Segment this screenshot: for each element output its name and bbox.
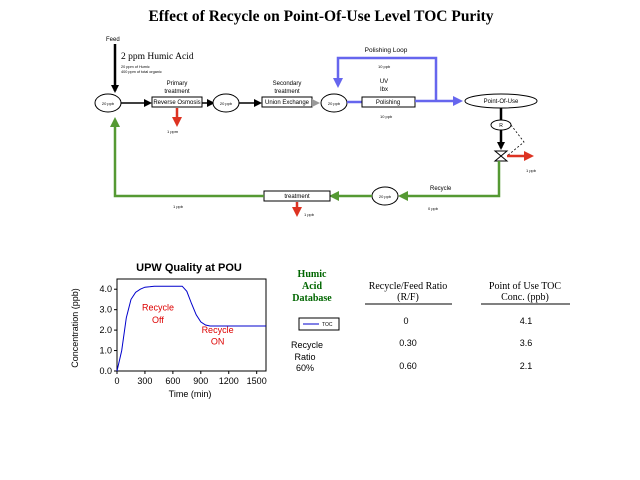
treatment-reject-value: 1 ppb <box>304 212 315 217</box>
node3-concentration: 20 ppb <box>328 101 341 106</box>
recycle-ratio-line-3: 60% <box>296 363 314 373</box>
valve-label: R <box>499 123 503 129</box>
legend-label: TOC <box>322 322 333 328</box>
node2-concentration: 20 ppb <box>220 101 233 106</box>
table-cell-ratio-2: 0.60 <box>399 361 417 371</box>
table-cell-toc-2: 2.1 <box>520 361 533 371</box>
table-header-toc-1: Point of Use TOC <box>489 281 561 292</box>
chart-axes: 0 300 600 900 1200 1500 0.0 1.0 2.0 3.0 4.0 <box>99 284 266 386</box>
table-header-ratio-1: Recycle/Feed Ratio <box>369 281 448 292</box>
reverse-osmosis-label: Reverse Osmosis <box>153 100 200 106</box>
table-header-ratio-2: (R/F) <box>397 292 419 303</box>
recycle-return-pipe <box>110 117 264 198</box>
chart-title: UPW Quality at POU <box>136 262 242 274</box>
valve-control-line <box>506 124 525 157</box>
x-tick-label: 600 <box>165 376 180 386</box>
recycle-treatment-label: treatment <box>284 194 310 200</box>
union-exchange-label: Union Exchange <box>265 100 310 106</box>
chart-y-label: Concentration (ppb) <box>70 288 80 368</box>
y-tick-label: 4.0 <box>99 284 112 294</box>
humic-label: 2 ppm Humic Acid <box>121 52 194 62</box>
secondary-label-1: Secondary <box>273 81 302 87</box>
chart-annotation: Recycle <box>142 303 174 313</box>
database-line-3: Database <box>292 293 332 304</box>
recycle-ratio-line-1: Recycle <box>291 340 323 350</box>
flow-diagram: Feed 2 ppm Humic Acid 20 ppm of Humic 40… <box>94 37 538 217</box>
polish-bottom-value: 10 ppb <box>380 114 393 119</box>
primary-reject-value: 1 ppm <box>167 129 179 134</box>
valve-icon <box>493 150 509 162</box>
chart-x-label: Time (min) <box>169 389 212 399</box>
return-value: 1 ppb <box>173 204 184 209</box>
recycle-node-concentration: 20 ppb <box>379 194 392 199</box>
y-tick-label: 1.0 <box>99 346 112 356</box>
series-line-toc <box>116 285 266 372</box>
y-tick-label: 3.0 <box>99 305 112 315</box>
table-cell-toc-0: 4.1 <box>520 316 533 326</box>
polishing-loop-pipe <box>333 56 438 101</box>
y-tick-label: 2.0 <box>99 325 112 335</box>
table-cell-ratio-0: 0 <box>403 316 408 326</box>
humic-database-label: Humic Acid Database <box>292 269 332 304</box>
table-cell-ratio-1: 0.30 <box>399 338 417 348</box>
x-tick-label: 900 <box>193 376 208 386</box>
upw-quality-chart: UPW Quality at POU 0 300 600 900 1200 1500 0.0… <box>70 262 267 399</box>
database-line-1: Humic <box>298 269 327 280</box>
recycle-pipe-down <box>398 161 501 201</box>
x-tick-label: 1500 <box>247 376 267 386</box>
polishing-label: Polishing <box>376 100 400 106</box>
primary-label-1: Primary <box>167 81 188 87</box>
chart-plot-frame <box>116 278 267 372</box>
recycle-label: Recycle <box>430 186 452 192</box>
y-tick-label: 0.0 <box>99 366 112 376</box>
humic-note-1: 20 ppm of Humic <box>121 65 150 69</box>
table-cell-toc-1: 3.6 <box>520 338 533 348</box>
point-of-use-label: Point-Of-Use <box>484 99 519 105</box>
feed-label: Feed <box>106 37 120 43</box>
page-title: Effect of Recycle on Point-Of-Use Level … <box>148 8 493 25</box>
primary-label-2: treatment <box>164 89 190 95</box>
uv-label-2: Ibx <box>380 87 388 93</box>
reverse-osmosis-box <box>151 96 203 108</box>
drain-value: 1 ppb <box>526 168 537 173</box>
secondary-label-2: treatment <box>274 89 300 95</box>
database-line-2: Acid <box>302 281 322 292</box>
x-tick-label: 300 <box>137 376 152 386</box>
table-header-toc-2: Conc. (ppb) <box>501 292 549 303</box>
polish-top-value: 10 ppb <box>378 64 391 69</box>
chart-legend: TOC <box>298 317 340 331</box>
recycle-ratio-note: Recycle Ratio 60% <box>291 340 323 373</box>
recycle-toc-table: Recycle/Feed Ratio (R/F) Point of Use TO… <box>365 281 570 371</box>
chart-annotation: Recycle <box>202 325 234 335</box>
tank-concentration: 20 ppb <box>102 101 115 106</box>
recycle-ratio-line-2: Ratio <box>294 352 315 362</box>
x-tick-label: 0 <box>114 376 119 386</box>
polishing-loop-label: Polishing Loop <box>365 47 408 54</box>
recycle-value: 0 ppb <box>428 206 439 211</box>
uv-label-1: UV <box>380 79 388 85</box>
humic-note-2: 400 ppm of total organic <box>121 70 162 74</box>
chart-annotation: ON <box>211 336 225 346</box>
chart-annotation: Off <box>152 315 164 325</box>
x-tick-label: 1200 <box>219 376 239 386</box>
